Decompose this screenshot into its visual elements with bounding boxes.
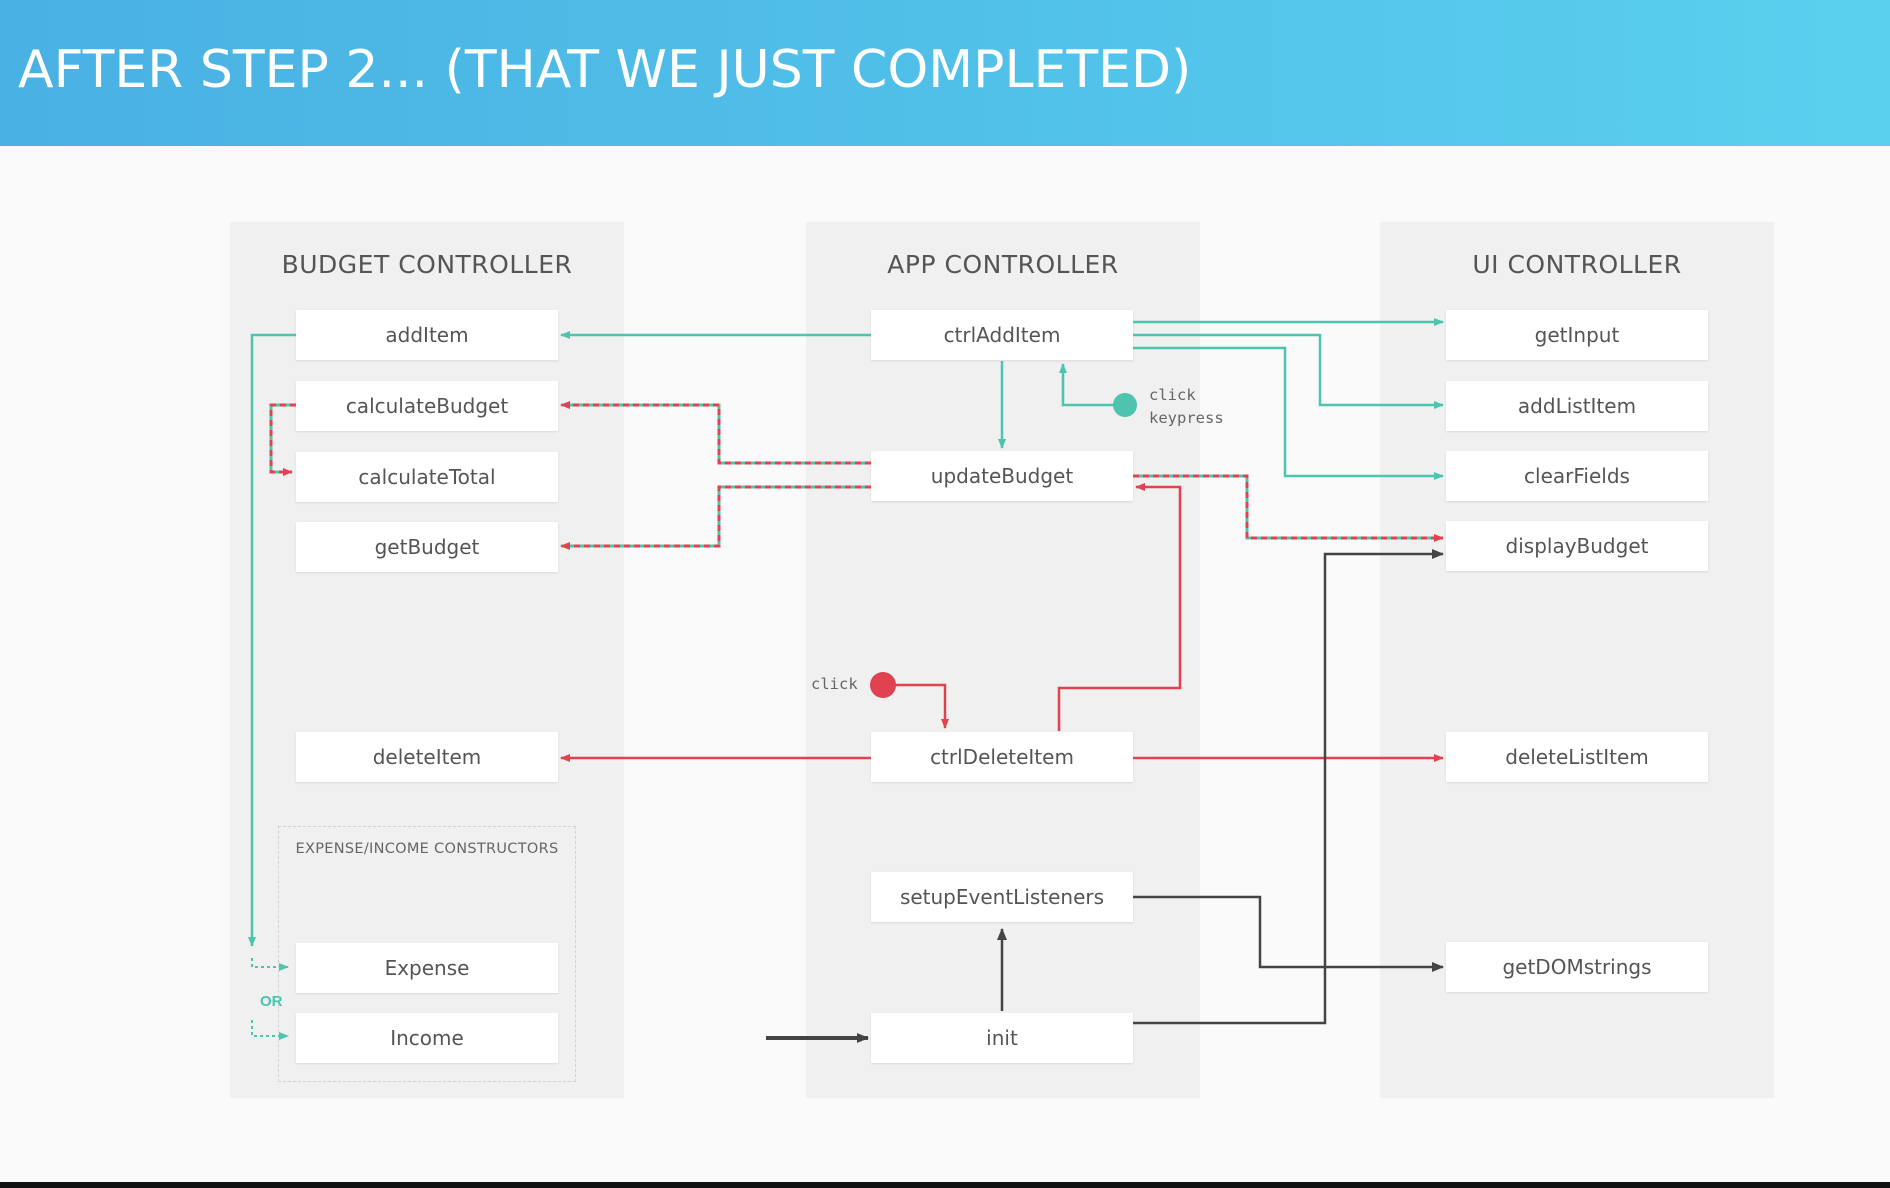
add-list-item-box: addListItem (1446, 381, 1708, 431)
constructors-label: EXPENSE/INCOME CONSTRUCTORS (295, 841, 559, 857)
ctrl-add-item-box: ctrlAddItem (871, 310, 1133, 360)
init-box: init (871, 1013, 1133, 1063)
get-input-box: getInput (1446, 310, 1708, 360)
constructors-group: EXPENSE/INCOME CONSTRUCTORS (278, 826, 576, 1082)
app-controller-title: APP CONTROLLER (887, 250, 1119, 279)
ui-controller-title: UI CONTROLLER (1472, 250, 1682, 279)
update-budget-box: updateBudget (871, 451, 1133, 501)
delete-item-box: deleteItem (296, 732, 558, 782)
clear-fields-box: clearFields (1446, 451, 1708, 501)
page-title: AFTER STEP 2... (THAT WE JUST COMPLETED) (18, 40, 1192, 100)
delete-list-item-box: deleteListItem (1446, 732, 1708, 782)
expense-box: Expense (296, 943, 558, 993)
get-dom-strings-box: getDOMstrings (1446, 942, 1708, 992)
bottom-edge-bar (0, 1182, 1890, 1188)
budget-controller-title: BUDGET CONTROLLER (281, 250, 573, 279)
add-item-box: addItem (296, 310, 558, 360)
setup-event-listeners-box: setupEventListeners (871, 872, 1133, 922)
ctrl-delete-item-box: ctrlDeleteItem (871, 732, 1133, 782)
calculate-total-box: calculateTotal (296, 452, 558, 502)
header-banner: AFTER STEP 2... (THAT WE JUST COMPLETED) (0, 0, 1890, 146)
income-box: Income (296, 1013, 558, 1063)
get-budget-box: getBudget (296, 522, 558, 572)
calculate-budget-box: calculateBudget (296, 381, 558, 431)
display-budget-box: displayBudget (1446, 521, 1708, 571)
